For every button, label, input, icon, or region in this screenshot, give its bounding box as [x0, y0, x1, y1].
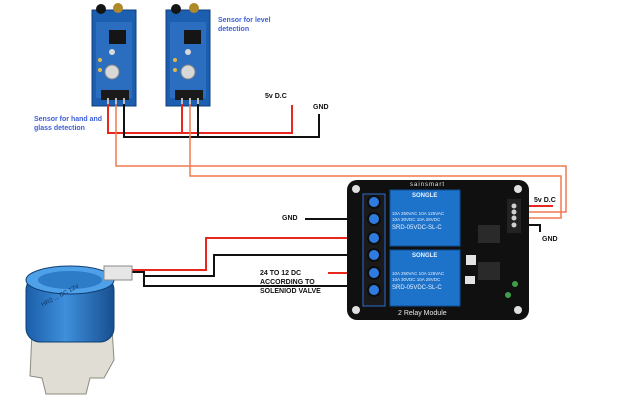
label-sensor-level: Sensor for level detection [218, 17, 271, 33]
wire-signal-level [189, 104, 562, 219]
wire-5v-supply [107, 104, 293, 134]
terminal-screws [367, 195, 381, 297]
relay-2-brand: SONGLE [412, 253, 438, 259]
relay-2: SONGLE 10A 250VAC 10A 125VAC 10A 30VDC 1… [392, 253, 458, 291]
relay-1-ratings: 10A 250VAC 10A 125VAC 10A 30VDC 10A 28VD… [392, 211, 445, 222]
wire-gnd-supply [123, 104, 320, 138]
relay-board [347, 180, 529, 320]
wire-signal-hand [115, 104, 567, 213]
relay-1-brand: SONGLE [412, 193, 438, 199]
label-gnd-top: GND [313, 104, 329, 111]
sensor-module-level [165, 3, 211, 107]
label-gnd-relay-left: GND [282, 215, 298, 222]
label-5v-relay: 5v D.C [534, 197, 556, 204]
wires [107, 104, 567, 287]
relay-brand-text: sainsmart [410, 182, 446, 188]
label-gnd-relay: GND [542, 236, 558, 243]
wire-valve-black-b [144, 254, 371, 277]
relay-2-ratings: 10A 250VAC 10A 125VAC 10A 30VDC 10A 28VD… [392, 271, 445, 282]
label-sensor-hand: Sensor for hand and glass detection [34, 116, 103, 132]
relay-1-model: SRD-05VDC-SL-C [392, 225, 442, 231]
wire-valve-black [131, 271, 371, 287]
relay-1: SONGLE 10A 250VAC 10A 125VAC 10A 30VDC 1… [392, 193, 458, 231]
label-supply-note: 24 TO 12 DC ACCORDING TO SOLENIOD VALVE [260, 270, 321, 295]
label-5v-top: 5v D.C [265, 93, 287, 100]
solenoid-valve [25, 265, 133, 395]
sensor-module-hand [91, 3, 137, 107]
wire-valve-red [131, 237, 371, 271]
relay-module-name: 2 Relay Module [398, 310, 447, 317]
relay-header-pins [507, 199, 521, 233]
relay-2-model: SRD-05VDC-SL-C [392, 285, 442, 291]
